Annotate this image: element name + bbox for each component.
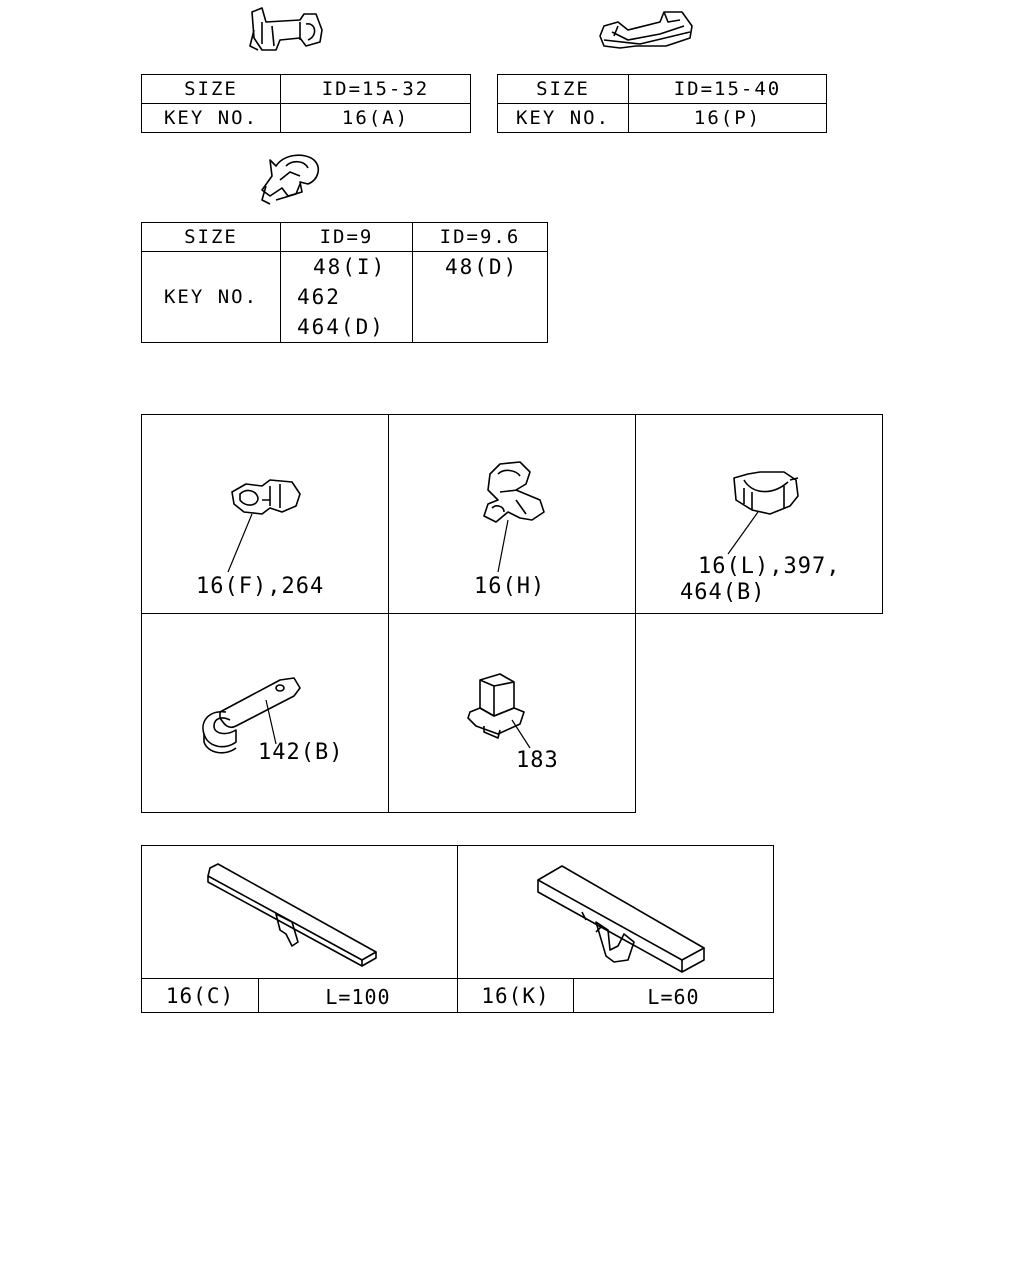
band-length-cell-16k <box>573 978 774 1013</box>
grid-cell-142b <box>141 613 389 813</box>
callout-142b: 142(B) <box>258 740 344 765</box>
size-label: SIZE <box>141 74 281 104</box>
band-key-16k: 16(K) <box>481 984 550 1008</box>
key-item: 462 <box>297 285 341 309</box>
col1-keys: 48(I) 462 464(D) <box>280 251 413 343</box>
callout-16f-264: 16(F),264 <box>196 574 325 599</box>
key-item: 464(D) <box>297 315 385 339</box>
size-label: SIZE <box>141 222 281 252</box>
callout-464b: 464(B) <box>680 580 766 605</box>
clip-16f-illustration <box>227 479 301 573</box>
band-16c-illustration <box>207 863 377 967</box>
band-key-16c: 16(C) <box>165 984 235 1008</box>
col2-size: ID=9.6 <box>412 222 548 252</box>
clip-id9-illustration <box>261 154 320 205</box>
spec-table-16p: SIZE ID=15-40 KEY NO. 16(P) <box>497 74 827 133</box>
band-length-16c: L=100 <box>325 985 391 1009</box>
clip-142b-illustration <box>202 677 301 754</box>
spec-table-id9: SIZE ID=9 ID=9.6 KEY NO. 48(I) 462 464(D… <box>141 222 548 343</box>
grid-cell-183 <box>388 613 636 813</box>
callout-183: 183 <box>516 748 559 773</box>
key-label: KEY NO. <box>141 251 281 343</box>
key-item: 48(D) <box>445 255 519 279</box>
spec-table-16a: SIZE ID=15-32 KEY NO. 16(A) <box>141 74 471 133</box>
band-16k-illustration <box>537 865 705 973</box>
callout-16l-397: 16(L),397, <box>698 554 841 579</box>
size-value: ID=15-40 <box>628 74 827 104</box>
clip-183-illustration <box>467 673 531 749</box>
size-label: SIZE <box>497 74 629 104</box>
col2-keys: 48(D) <box>412 251 548 343</box>
clip-16a-illustration <box>249 7 323 51</box>
col1-size: ID=9 <box>280 222 413 252</box>
key-label: KEY NO. <box>497 103 629 133</box>
key-item: 48(I) <box>313 255 387 279</box>
key-value: 16(P) <box>628 103 827 133</box>
grid-cell-16l <box>635 414 883 614</box>
clip-16l-illustration <box>727 471 799 555</box>
callout-16h: 16(H) <box>474 574 546 599</box>
clip-16p-illustration <box>599 11 693 49</box>
key-value: 16(A) <box>280 103 471 133</box>
clip-16h-illustration <box>483 461 545 573</box>
size-value: ID=15-32 <box>280 74 471 104</box>
band-length-16k: L=60 <box>647 985 700 1009</box>
key-label: KEY NO. <box>141 103 281 133</box>
